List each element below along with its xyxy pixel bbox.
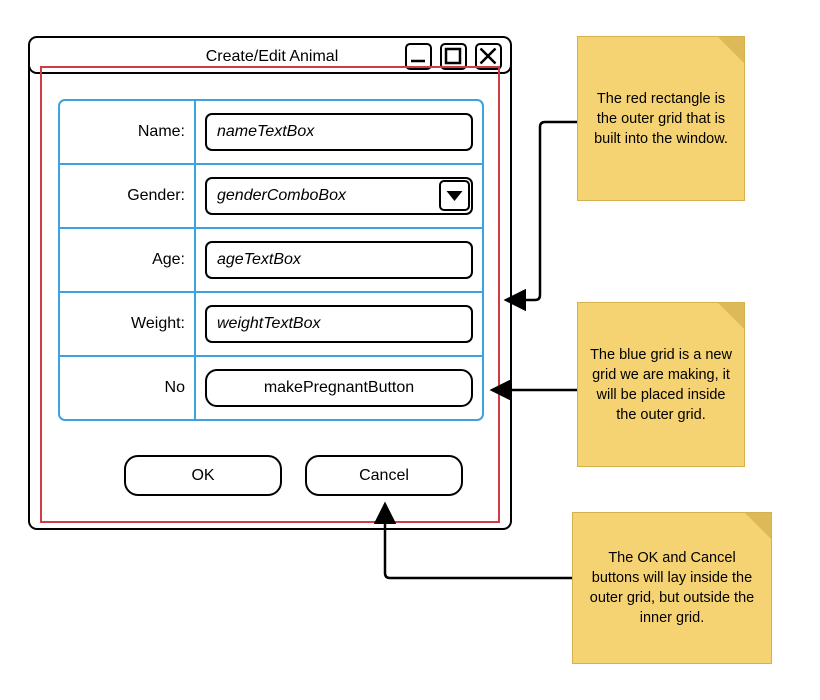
annotation-note-outer-grid: The red rectangle is the outer grid that…	[577, 36, 745, 201]
form-row-age: Age: ageTextBox	[60, 229, 482, 293]
label-pregnant-status: No	[60, 357, 196, 419]
outer-grid-outline	[40, 66, 500, 523]
gender-combobox-value: genderComboBox	[217, 187, 346, 204]
maximize-icon	[444, 47, 462, 65]
inner-grid-outline: Name: nameTextBox Gender: genderComboBox…	[58, 99, 484, 421]
weight-textbox-value: weightTextBox	[217, 315, 321, 332]
form-row-name: Name: nameTextBox	[60, 101, 482, 165]
annotation-note-inner-grid: The blue grid is a new grid we are makin…	[577, 302, 745, 467]
field-cell-pregnant: makePregnantButton	[196, 357, 482, 419]
field-cell-gender: genderComboBox	[196, 165, 482, 227]
field-cell-age: ageTextBox	[196, 229, 482, 291]
annotation-note-inner-grid-text: The blue grid is a new grid we are makin…	[590, 346, 732, 423]
note-fold-corner	[718, 303, 744, 329]
name-textbox-value: nameTextBox	[217, 123, 315, 140]
form-row-gender: Gender: genderComboBox	[60, 165, 482, 229]
close-icon	[479, 47, 497, 65]
minimize-button[interactable]	[405, 43, 432, 70]
note-fold-corner	[718, 37, 744, 63]
window-title: Create/Edit Animal	[205, 48, 339, 65]
cancel-button[interactable]: Cancel	[305, 455, 463, 496]
close-button[interactable]	[475, 43, 502, 70]
name-textbox[interactable]: nameTextBox	[205, 113, 473, 151]
label-gender: Gender:	[60, 165, 196, 227]
gender-combobox[interactable]: genderComboBox	[205, 177, 473, 215]
label-weight: Weight:	[60, 293, 196, 355]
form-row-weight: Weight: weightTextBox	[60, 293, 482, 357]
field-cell-weight: weightTextBox	[196, 293, 482, 355]
ok-button[interactable]: OK	[124, 455, 282, 496]
minimize-icon	[411, 59, 425, 63]
triangle-down-glyph	[446, 191, 463, 201]
annotation-note-dialog-buttons: The OK and Cancel buttons will lay insid…	[572, 512, 772, 664]
form-row-pregnant: No makePregnantButton	[60, 357, 482, 419]
label-name: Name:	[60, 101, 196, 163]
chevron-down-icon[interactable]	[439, 180, 470, 211]
weight-textbox[interactable]: weightTextBox	[205, 305, 473, 343]
label-age: Age:	[60, 229, 196, 291]
make-pregnant-button[interactable]: makePregnantButton	[205, 369, 473, 407]
maximize-button[interactable]	[440, 43, 467, 70]
window-titlebar[interactable]: Create/Edit Animal	[28, 36, 512, 74]
annotation-note-outer-grid-text: The red rectangle is the outer grid that…	[594, 90, 728, 147]
annotation-note-dialog-buttons-text: The OK and Cancel buttons will lay insid…	[589, 550, 755, 626]
age-textbox-value: ageTextBox	[217, 251, 301, 268]
connector-outer-grid	[503, 120, 577, 312]
age-textbox[interactable]: ageTextBox	[205, 241, 473, 279]
note-fold-corner	[745, 513, 771, 539]
field-cell-name: nameTextBox	[196, 101, 482, 163]
